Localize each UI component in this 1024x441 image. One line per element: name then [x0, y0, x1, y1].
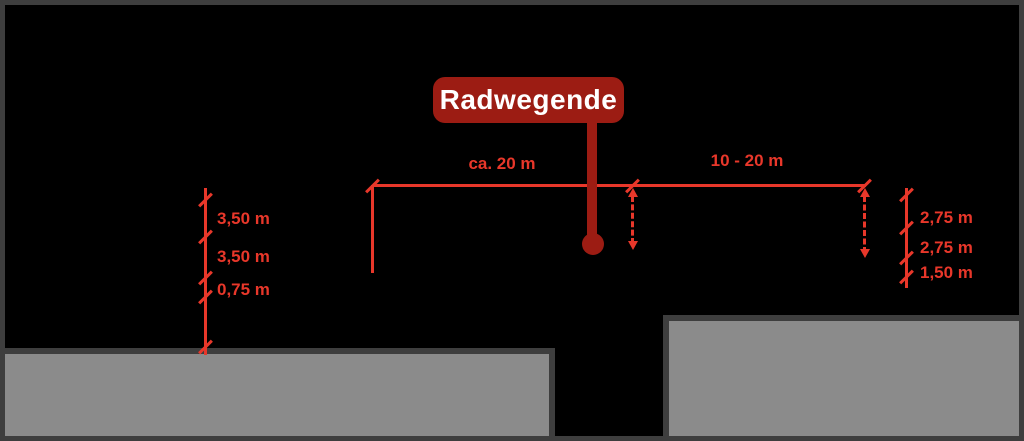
- dim-label-ca-20-m: ca. 20 m: [468, 154, 536, 173]
- ground-block-left: [5, 348, 555, 436]
- dim-label-right-3: 1,50 m: [920, 263, 973, 282]
- dim-line-right: [905, 188, 908, 288]
- sign-post: [587, 121, 597, 236]
- arrow-up-icon: [628, 188, 638, 197]
- dim-label-left-1: 3,50 m: [217, 209, 270, 228]
- sign-label: Radwegende: [439, 84, 618, 115]
- ground-block-right: [663, 315, 1019, 436]
- dashed-extension-line-mid: [631, 196, 634, 244]
- dim-label-right-2: 2,75 m: [920, 238, 973, 257]
- dim-label-right-1: 2,75 m: [920, 208, 973, 227]
- arrow-down-icon: [860, 249, 870, 258]
- dim-line-horizontal: [373, 184, 866, 187]
- radwegende-sign: Radwegende: [433, 77, 624, 123]
- dim-label-10-20-m: 10 - 20 m: [710, 151, 784, 170]
- dim-label-left-3: 0,75 m: [217, 280, 270, 299]
- extension-line-left: [371, 185, 374, 273]
- dashed-extension-line-right: [863, 196, 866, 253]
- sign-post-base-dot: [582, 233, 604, 255]
- dim-line-left: [204, 188, 207, 355]
- arrow-up-icon: [860, 188, 870, 197]
- arrow-down-icon: [628, 241, 638, 250]
- dim-label-left-2: 3,50 m: [217, 247, 270, 266]
